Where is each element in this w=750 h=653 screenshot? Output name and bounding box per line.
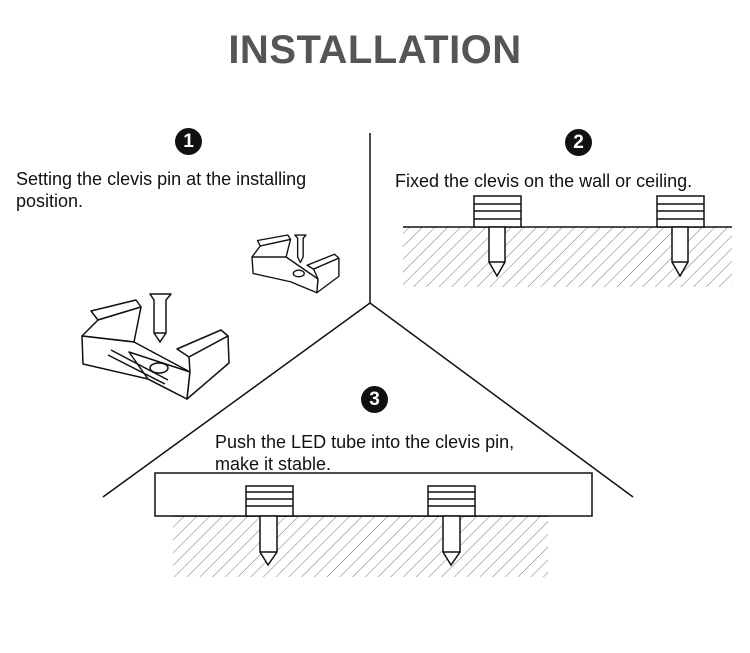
clevis-pins-step3 (245, 485, 476, 567)
step-3-text: Push the LED tube into the clevis pin, m… (215, 431, 514, 475)
step-2-number: 2 (565, 129, 592, 156)
step-1-line2: position. (16, 191, 84, 211)
page-title: INSTALLATION (228, 28, 522, 72)
divider-lines (102, 133, 634, 498)
ceiling-hatch (173, 516, 548, 577)
step-2-text: Fixed the clevis on the wall or ceiling. (395, 171, 693, 191)
step-1-line1: Setting the clevis pin at the installing (16, 169, 307, 189)
step-1-number: 1 (175, 128, 202, 155)
step-3-number: 3 (361, 386, 388, 413)
clevis-clip-small (251, 234, 340, 294)
step-3-line2: make it stable. (215, 454, 332, 474)
clevis-clip-large (81, 293, 230, 400)
clevis-pins-step2 (473, 195, 705, 278)
step-3-line1: Push the LED tube into the clevis pin, (215, 432, 515, 452)
led-tube (154, 472, 593, 517)
step-1-text: Setting the clevis pin at the installing… (16, 168, 306, 212)
